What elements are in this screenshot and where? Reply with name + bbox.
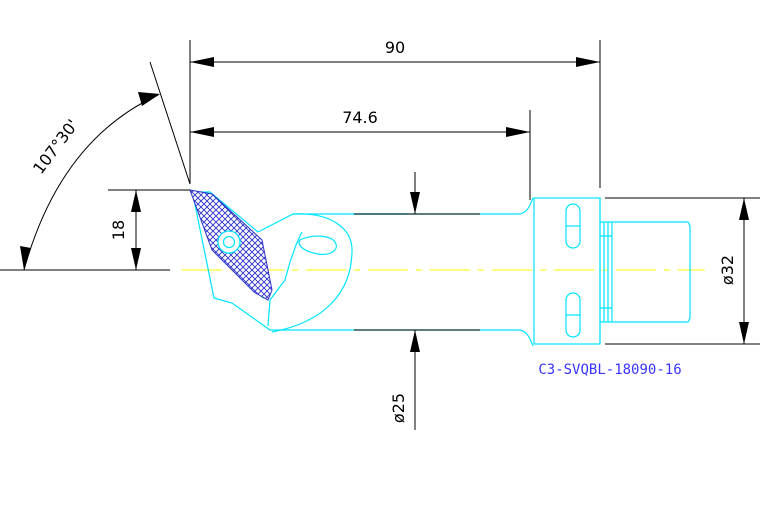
dim-overall-length: 90 — [385, 38, 405, 57]
insert-screw — [217, 230, 241, 254]
dim-clamp-diameter: ø32 — [718, 255, 737, 285]
cutting-insert — [189, 189, 273, 301]
dim-angle: 107°30' — [29, 116, 82, 178]
dim-height: 18 — [109, 220, 128, 240]
dim-shank-diameter: ø25 — [389, 393, 408, 423]
part-number-label: C3-SVQBL-18090-16 — [538, 362, 681, 378]
tool-outline — [191, 189, 691, 347]
dim-inner-length: 74.6 — [342, 108, 378, 127]
